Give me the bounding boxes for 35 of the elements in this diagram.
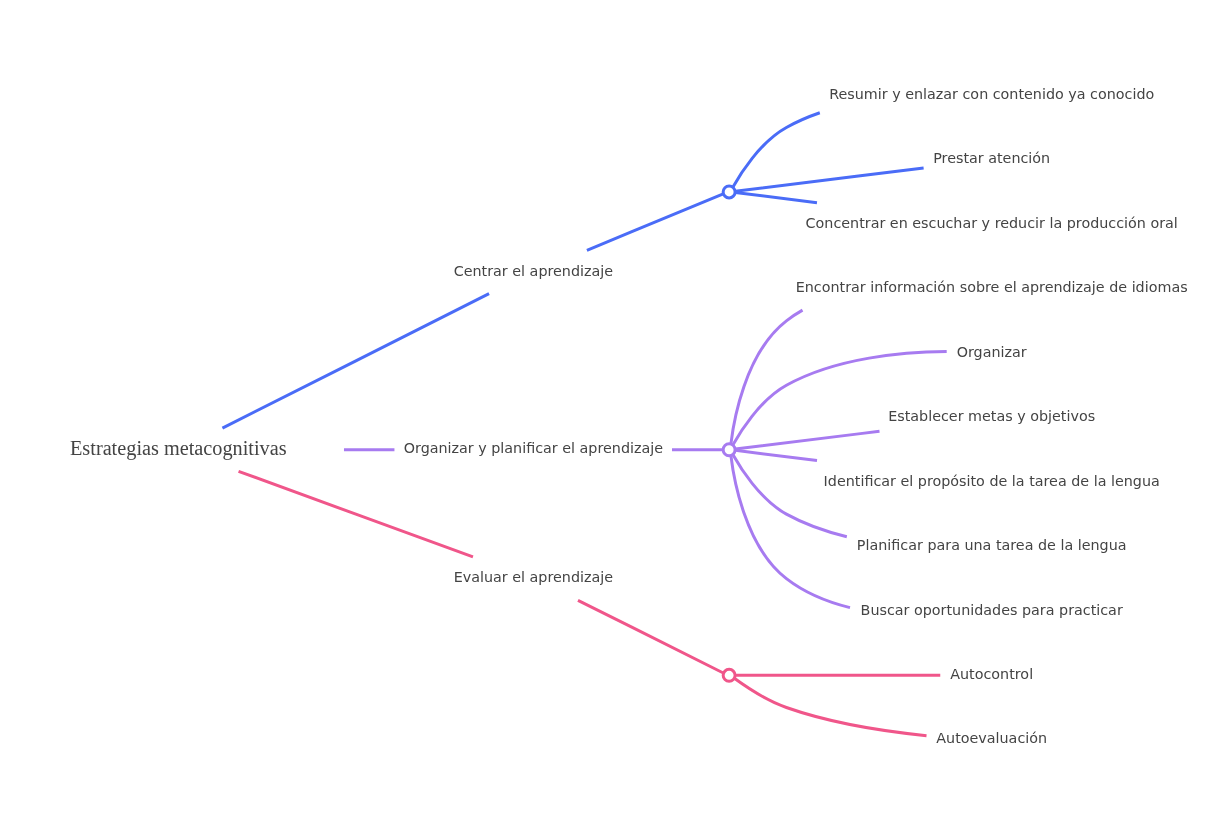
node-text: Identificar el propósito de la tarea de la lengua (823, 472, 1160, 489)
connector (221, 291, 490, 429)
connector (344, 447, 395, 451)
connector (672, 447, 724, 451)
connector (735, 448, 818, 462)
connector (586, 192, 724, 252)
node-circle (721, 441, 737, 457)
connector (735, 166, 924, 193)
node-text: Estrategias metacognitivas (69, 436, 287, 459)
node-text: Concentrar en escuchar y reducir la producción oral (805, 214, 1178, 231)
connector (729, 308, 804, 444)
node-text: Organizar (956, 343, 1027, 360)
node-text: Organizar y planificar el aprendizaje (403, 439, 664, 456)
node-text: Establecer metas y objetivos (888, 407, 1096, 424)
node-text: Encontrar información sobre el aprendizaje de idiomas (795, 278, 1188, 295)
node-text: Planificar para una tarea de la lengua (856, 536, 1127, 553)
node-text: Prestar atención (933, 149, 1051, 166)
connector (238, 469, 474, 558)
node-text: Autocontrol (950, 665, 1034, 682)
connector (731, 349, 947, 446)
node-text: Buscar oportunidades para practicar (860, 601, 1123, 618)
connector (731, 453, 848, 538)
connector (729, 455, 851, 609)
node-text: Evaluar el aprendizaje (453, 568, 614, 585)
node-text: Autoevaluación (936, 729, 1048, 746)
node-text: Centrar el aprendizaje (453, 262, 614, 279)
connector (733, 676, 927, 737)
connector (577, 598, 724, 674)
node-circle (721, 183, 737, 199)
node-circle (721, 667, 737, 683)
node-text: Resumir y enlazar con contenido ya conocido (829, 85, 1155, 102)
connector (735, 673, 941, 677)
connector (735, 429, 880, 451)
connector (731, 110, 821, 188)
connector (735, 190, 818, 204)
